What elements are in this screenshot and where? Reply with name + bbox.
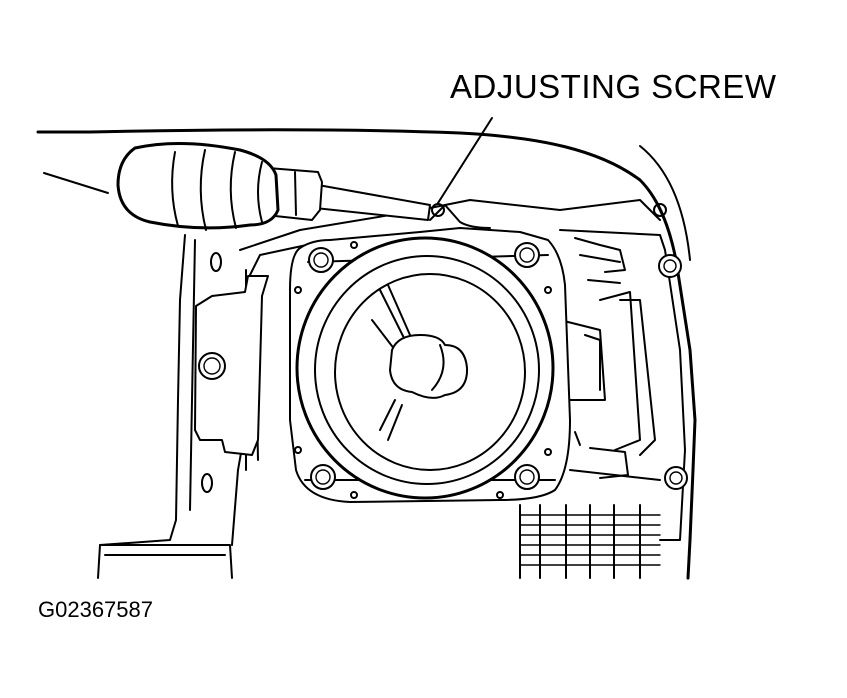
- callout-leader-line: [437, 117, 493, 204]
- screwdriver: [116, 141, 431, 231]
- figure-id: G02367587: [38, 597, 153, 622]
- adjusting-screw: [431, 203, 445, 217]
- left-mounting-bracket: [194, 252, 269, 493]
- headlamp-lens: [295, 236, 555, 500]
- right-side-components: [429, 203, 688, 490]
- lower-grille-fins: [519, 504, 661, 579]
- adjusting-screw-label: ADJUSTING SCREW: [450, 68, 777, 105]
- corner-screws: [308, 242, 540, 490]
